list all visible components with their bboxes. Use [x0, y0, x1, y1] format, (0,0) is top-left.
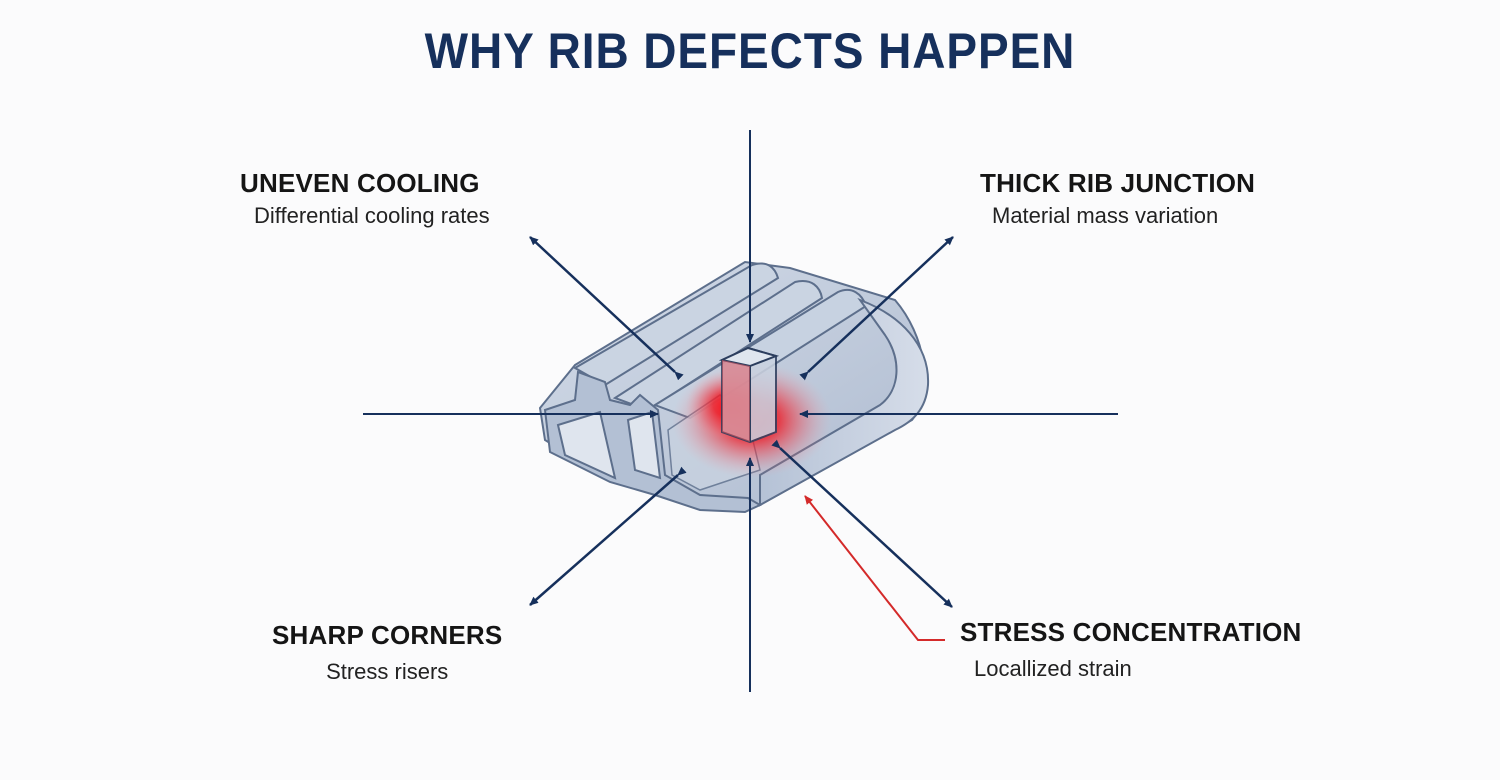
label-sharp-corners: SHARP CORNERS Stress risers — [272, 620, 502, 685]
thick-rib-junction-heading: THICK RIB JUNCTION — [980, 168, 1256, 198]
arrow-sharp-corners — [529, 466, 687, 606]
page-title: WHY RIB DEFECTS HAPPEN — [424, 23, 1076, 79]
thick-rib-junction-description: Material mass variation — [992, 203, 1219, 228]
arrows — [363, 130, 1118, 692]
sharp-corners-heading: SHARP CORNERS — [272, 620, 503, 650]
arrow-thick-rib-junction — [799, 236, 954, 381]
label-uneven-cooling: UNEVEN COOLING Differential cooling rate… — [240, 168, 490, 229]
label-thick-rib-junction: THICK RIB JUNCTION Material mass variati… — [980, 168, 1255, 229]
arrow-stress-concentration — [771, 439, 953, 608]
uneven-cooling-description: Differential cooling rates — [254, 203, 490, 228]
rib-block — [718, 346, 780, 444]
arrow-highlight-red — [804, 495, 945, 641]
stress-concentration-description: Locallized strain — [974, 656, 1132, 681]
arrow-uneven-cooling — [529, 236, 684, 381]
label-stress-concentration: STRESS CONCENTRATION Locallized strain — [960, 617, 1302, 682]
stress-concentration-heading: STRESS CONCENTRATION — [960, 617, 1302, 647]
uneven-cooling-heading: UNEVEN COOLING — [240, 168, 480, 198]
sharp-corners-description: Stress risers — [326, 659, 449, 684]
